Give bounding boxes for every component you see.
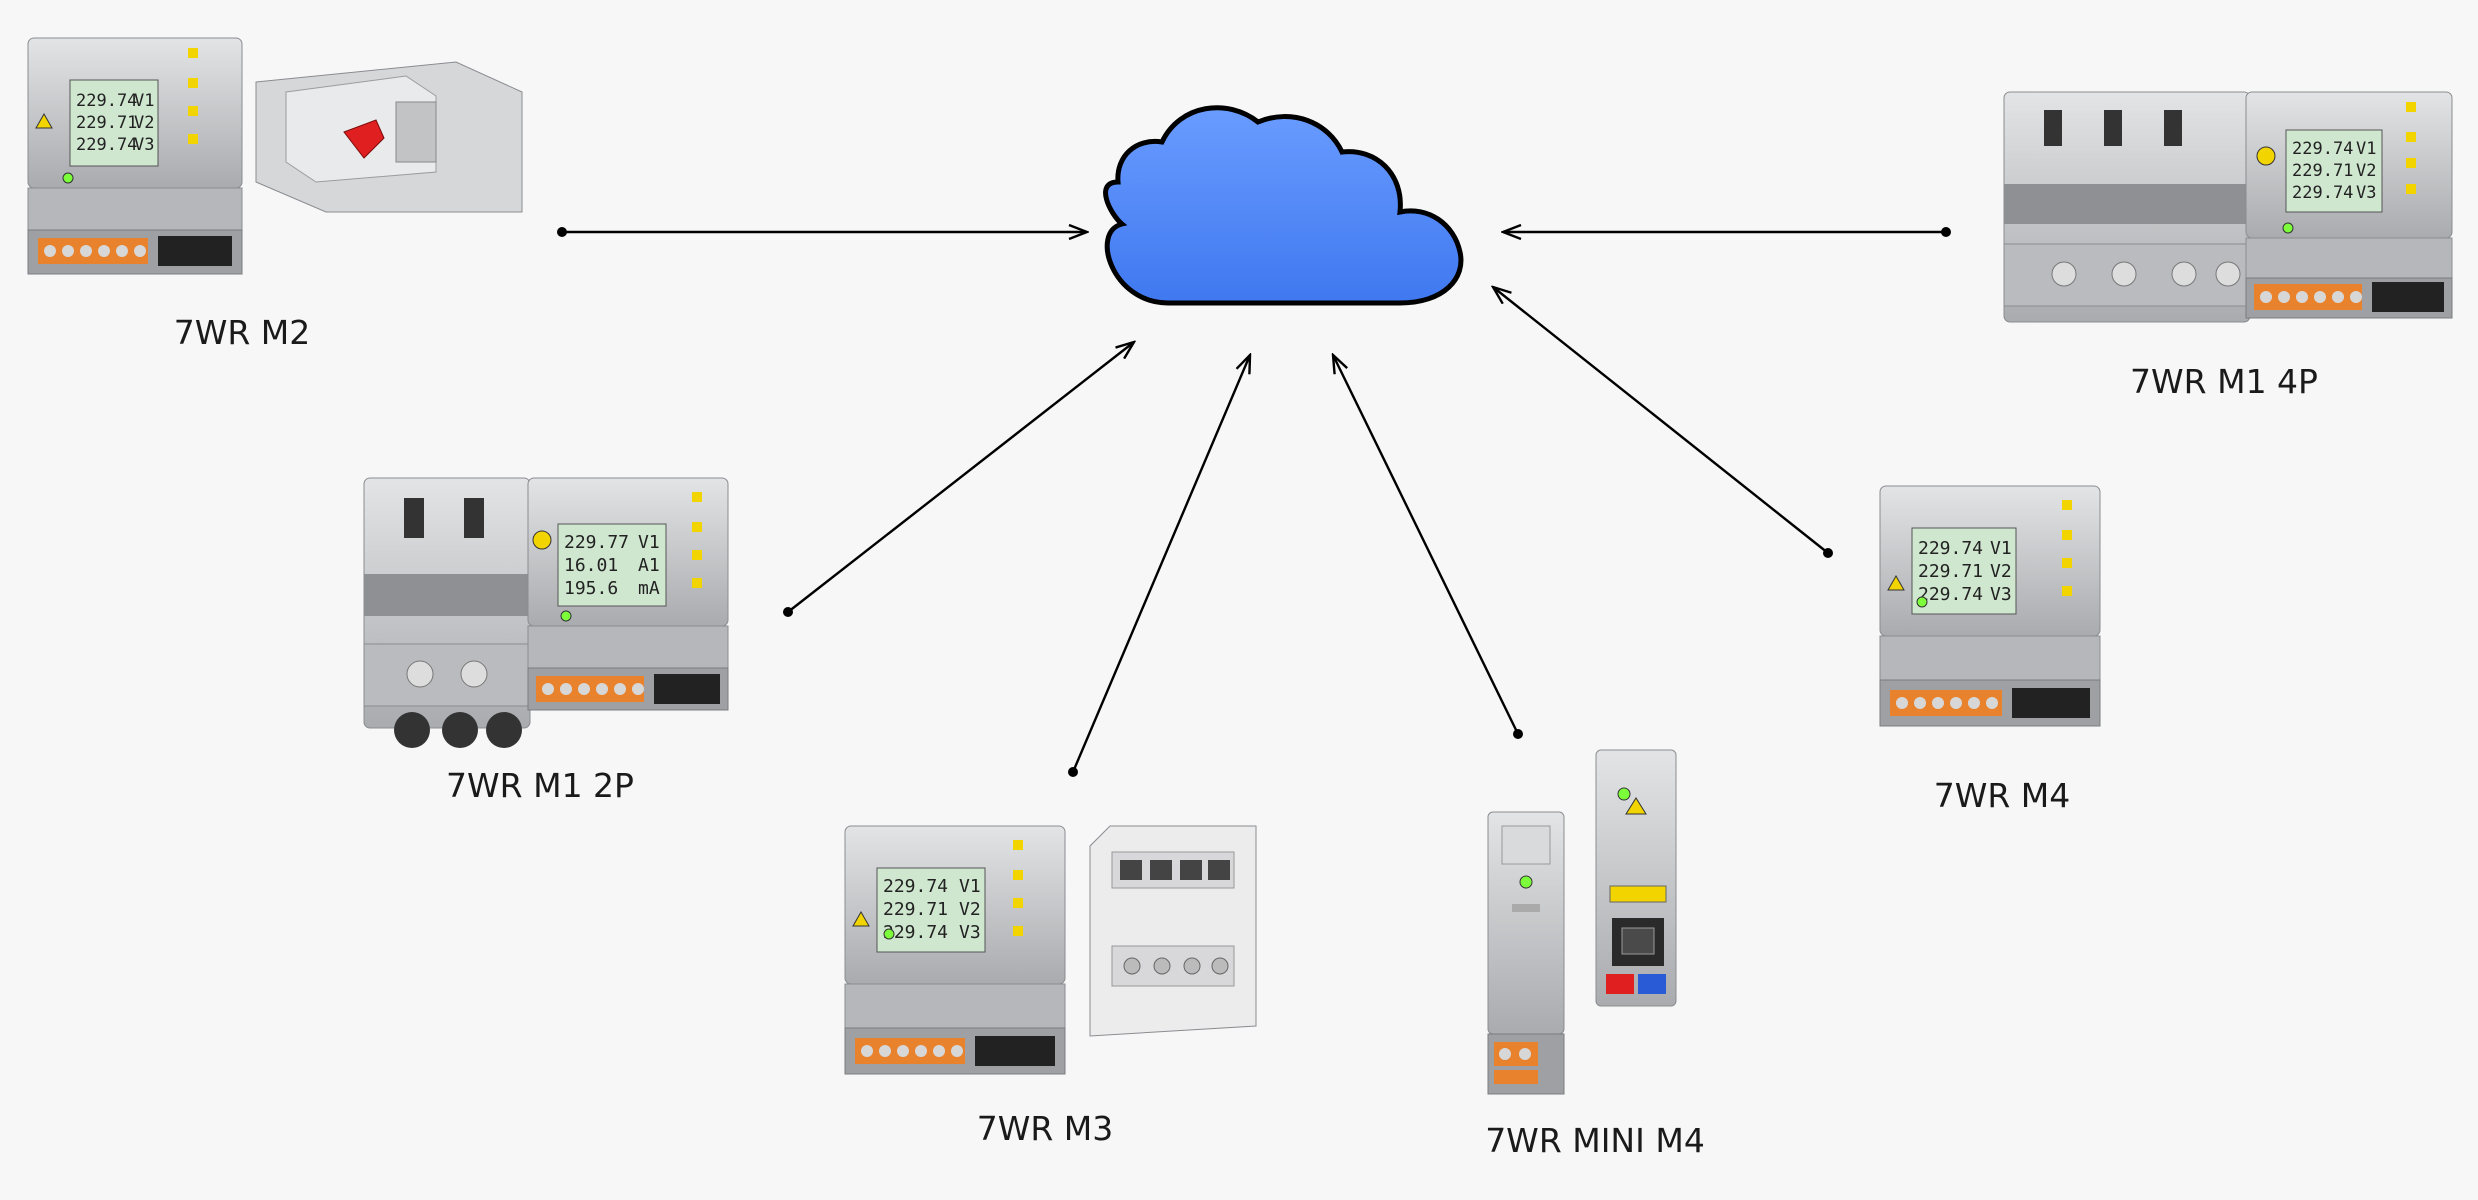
svg-text:V1: V1 — [2356, 139, 2376, 159]
svg-text:195.6: 195.6 — [564, 578, 618, 599]
relay-unit: 229.74 V1 229.71 V2 229.74 V3 — [1879, 485, 2101, 727]
terminal-block — [1890, 688, 2090, 718]
svg-text:V3: V3 — [1990, 584, 2012, 605]
terminal-block — [855, 1036, 1055, 1066]
svg-text:229.71: 229.71 — [883, 899, 948, 920]
svg-text:229.71: 229.71 — [2292, 161, 2353, 181]
device-7wr-m1-2p: 229.77 V1 16.01 A1 195.6 mA 7WR M1 2P — [363, 477, 729, 805]
device-label: 7WR M4 — [1934, 776, 2071, 815]
svg-text:V3: V3 — [959, 922, 981, 943]
lcd-unit-2: V2 — [134, 113, 154, 133]
cloud-icon — [1103, 105, 1464, 306]
ethernet-module — [1595, 749, 1677, 1007]
svg-text:V2: V2 — [1990, 561, 2012, 582]
circuit-breaker-4p — [2003, 91, 2251, 323]
svg-text:V2: V2 — [2356, 161, 2376, 181]
mini-relay-unit — [1487, 811, 1565, 1095]
svg-text:V1: V1 — [959, 876, 981, 897]
lcd-line-2: 229.71 — [76, 113, 137, 133]
terminal-block — [38, 236, 232, 266]
arrow-m3-to-cloud — [1068, 355, 1250, 777]
lcd-line-3: 229.74 — [76, 135, 137, 155]
terminal-block — [2254, 282, 2444, 312]
device-label: 7WR M1 4P — [2130, 362, 2318, 401]
terminal-block — [536, 674, 720, 704]
lcd-unit-1: V1 — [134, 91, 154, 111]
svg-text:229.74: 229.74 — [883, 876, 948, 897]
device-7wr-m3: 229.74 V1 229.71 V2 229.74 V3 — [844, 825, 1257, 1148]
svg-text:V1: V1 — [638, 532, 660, 553]
device-7wr-m2: 229.74 V1 229.71 V2 229.74 V3 — [27, 37, 523, 352]
device-label: 7WR M1 2P — [446, 766, 634, 805]
svg-text:229.77: 229.77 — [564, 532, 629, 553]
contactor — [1089, 825, 1257, 1037]
switch-disconnector — [255, 61, 523, 213]
svg-text:229.74: 229.74 — [2292, 183, 2353, 203]
arrow-m4-to-cloud — [1493, 287, 1833, 558]
lcd-line-1: 229.74 — [76, 91, 137, 111]
device-7wr-mini-m4: 7WR MINI M4 — [1485, 749, 1705, 1160]
svg-text:229.74: 229.74 — [2292, 139, 2353, 159]
svg-text:V1: V1 — [1990, 538, 2012, 559]
arrow-m2-to-cloud — [557, 227, 1087, 237]
arrow-m1-4p-to-cloud — [1503, 227, 1951, 237]
svg-text:229.71: 229.71 — [1918, 561, 1983, 582]
svg-text:229.74: 229.74 — [883, 922, 948, 943]
svg-text:229.74: 229.74 — [1918, 538, 1983, 559]
circuit-breaker-2p — [363, 477, 531, 748]
device-7wr-m4: 229.74 V1 229.71 V2 229.74 V3 7WR M4 — [1879, 485, 2101, 815]
connections — [557, 227, 1951, 777]
svg-text:V3: V3 — [2356, 183, 2376, 203]
lcd-unit-3: V3 — [134, 135, 154, 155]
svg-text:16.01: 16.01 — [564, 555, 618, 576]
device-label: 7WR MINI M4 — [1485, 1121, 1705, 1160]
arrow-m1-2p-to-cloud — [783, 342, 1134, 617]
svg-text:mA: mA — [638, 578, 660, 599]
relay-unit: 229.74 V1 229.71 V2 229.74 V3 — [844, 825, 1066, 1075]
svg-text:A1: A1 — [638, 555, 660, 576]
device-label: 7WR M3 — [977, 1109, 1114, 1148]
device-label: 7WR M2 — [174, 313, 311, 352]
relay-unit: 229.77 V1 16.01 A1 195.6 mA — [527, 477, 729, 711]
svg-text:229.74: 229.74 — [1918, 584, 1983, 605]
arrow-mini-m4-to-cloud — [1333, 355, 1523, 739]
relay-unit: 229.74 V1 229.71 V2 229.74 V3 — [27, 37, 243, 275]
device-7wr-m1-4p: 229.74 V1 229.71 V2 229.74 V3 7WR M1 4P — [2003, 91, 2453, 401]
svg-text:V2: V2 — [959, 899, 981, 920]
relay-unit: 229.74 V1 229.71 V2 229.74 V3 — [2245, 91, 2453, 319]
